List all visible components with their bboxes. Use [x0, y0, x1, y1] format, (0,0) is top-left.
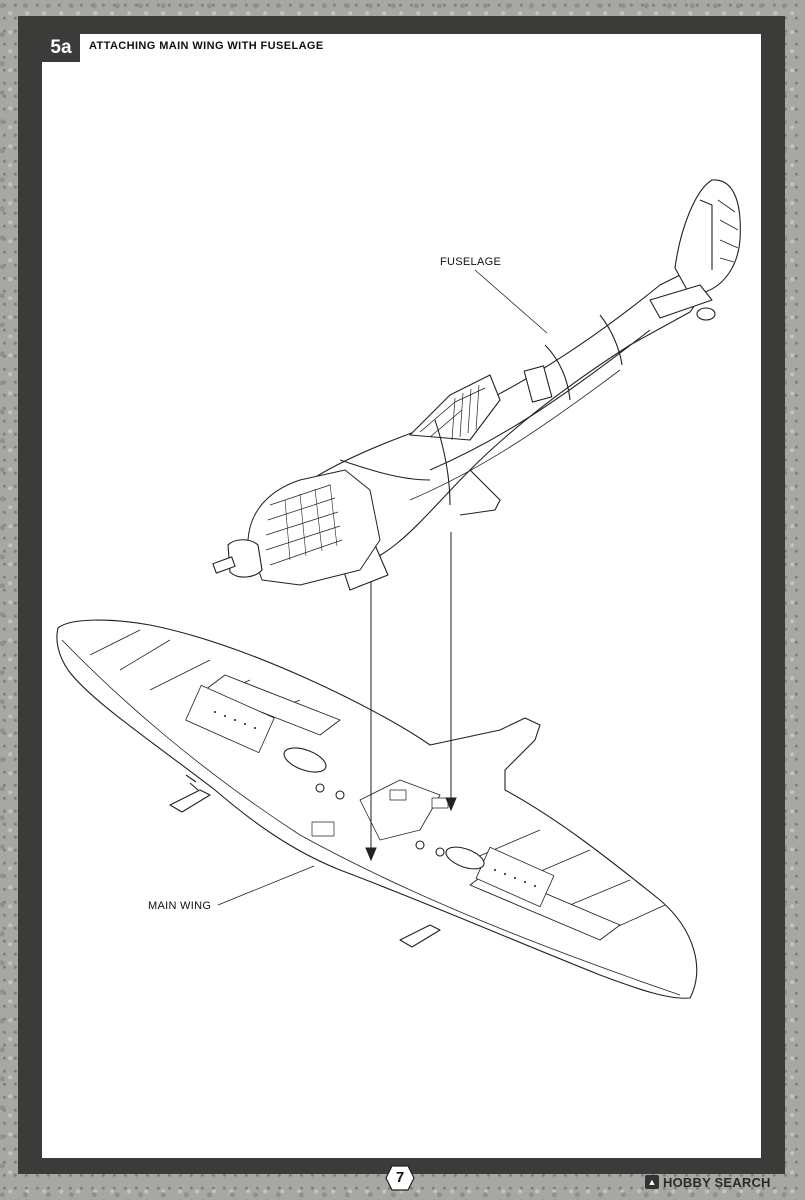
watermark-text: HOBBY SEARCH	[663, 1174, 771, 1190]
step-number-badge: 5a	[42, 34, 80, 62]
fuselage-label: FUSELAGE	[440, 256, 502, 268]
hobby-search-logo-icon: ▲	[645, 1175, 659, 1189]
main-wing-label: MAIN WING	[148, 900, 212, 912]
fuselage-drawing	[212, 179, 741, 591]
leader-lines	[217, 269, 548, 906]
step-title: ATTACHING MAIN WING WITH FUSELAGE	[89, 40, 324, 52]
assembly-arrows	[365, 532, 457, 862]
main-wing-drawing	[56, 619, 698, 999]
page-number-box: 7	[385, 1163, 415, 1193]
page-number: 7	[395, 1169, 405, 1186]
page-number-hexagon	[385, 1165, 415, 1191]
watermark: ▲ HOBBY SEARCH	[645, 1173, 771, 1191]
